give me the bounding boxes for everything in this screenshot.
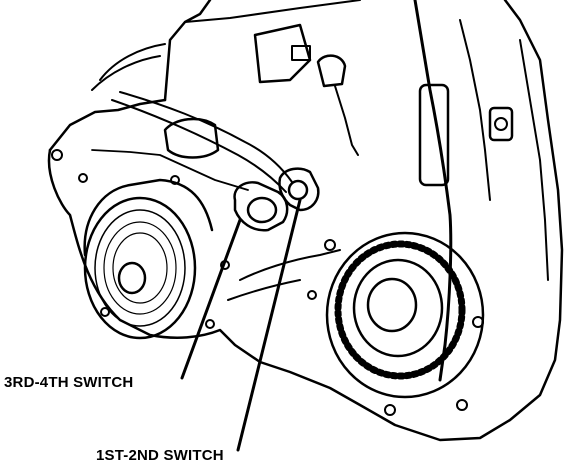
upper-body — [163, 0, 212, 102]
casting-rib — [459, 19, 491, 201]
cable-sleeve — [418, 83, 450, 187]
casting-boss — [488, 106, 514, 142]
switch-3rd-4th-head — [246, 196, 278, 224]
switch-body-3rd-4th — [233, 181, 289, 232]
bolt — [472, 316, 484, 328]
right-cable — [413, 0, 453, 382]
bolt — [307, 290, 317, 300]
bolt — [324, 239, 336, 251]
end-cover-ring-2 — [103, 221, 177, 315]
casting-rib — [519, 39, 549, 281]
end-cover-outer — [83, 196, 197, 340]
wire-harness — [91, 149, 249, 191]
wire-clamp — [163, 117, 220, 159]
housing-top-edge — [48, 98, 167, 152]
housing-skirt — [239, 249, 341, 281]
end-cover-ring-3 — [112, 232, 168, 304]
end-cover-ring-1 — [94, 209, 186, 327]
leader-line-3rd-4th — [180, 218, 242, 380]
bolt — [78, 173, 88, 183]
end-cover-flange — [83, 178, 214, 257]
label-1st-2nd-switch: 1ST-2ND SWITCH — [96, 447, 224, 464]
end-cover-hub — [117, 261, 147, 295]
wire-harness — [91, 55, 161, 91]
bolt — [384, 404, 396, 416]
differential-ribbed-ring — [334, 240, 466, 380]
wire-harness — [119, 91, 293, 183]
housing-skirt — [227, 279, 301, 301]
bolt — [100, 307, 110, 317]
wire-harness — [99, 43, 166, 81]
sensor-connector — [316, 54, 347, 88]
upper-body-edge — [184, 0, 361, 23]
switch-1st-2nd-head — [287, 179, 309, 201]
mount-bracket — [253, 23, 312, 84]
bracket-tab — [291, 45, 311, 61]
leader-line-1st-2nd — [236, 198, 302, 452]
differential-hub — [366, 277, 418, 333]
bolt — [51, 149, 63, 161]
label-3rd-4th-switch: 3RD-4TH SWITCH — [4, 374, 134, 391]
differential-outer — [325, 231, 485, 399]
bolt — [205, 319, 215, 329]
casting-bolt — [494, 117, 508, 131]
bolt — [456, 399, 468, 411]
sensor-lead — [334, 85, 359, 156]
bolt — [170, 175, 180, 185]
differential-inner — [352, 258, 444, 358]
switch-body-1st-2nd — [278, 167, 320, 212]
wire-harness — [111, 99, 287, 193]
